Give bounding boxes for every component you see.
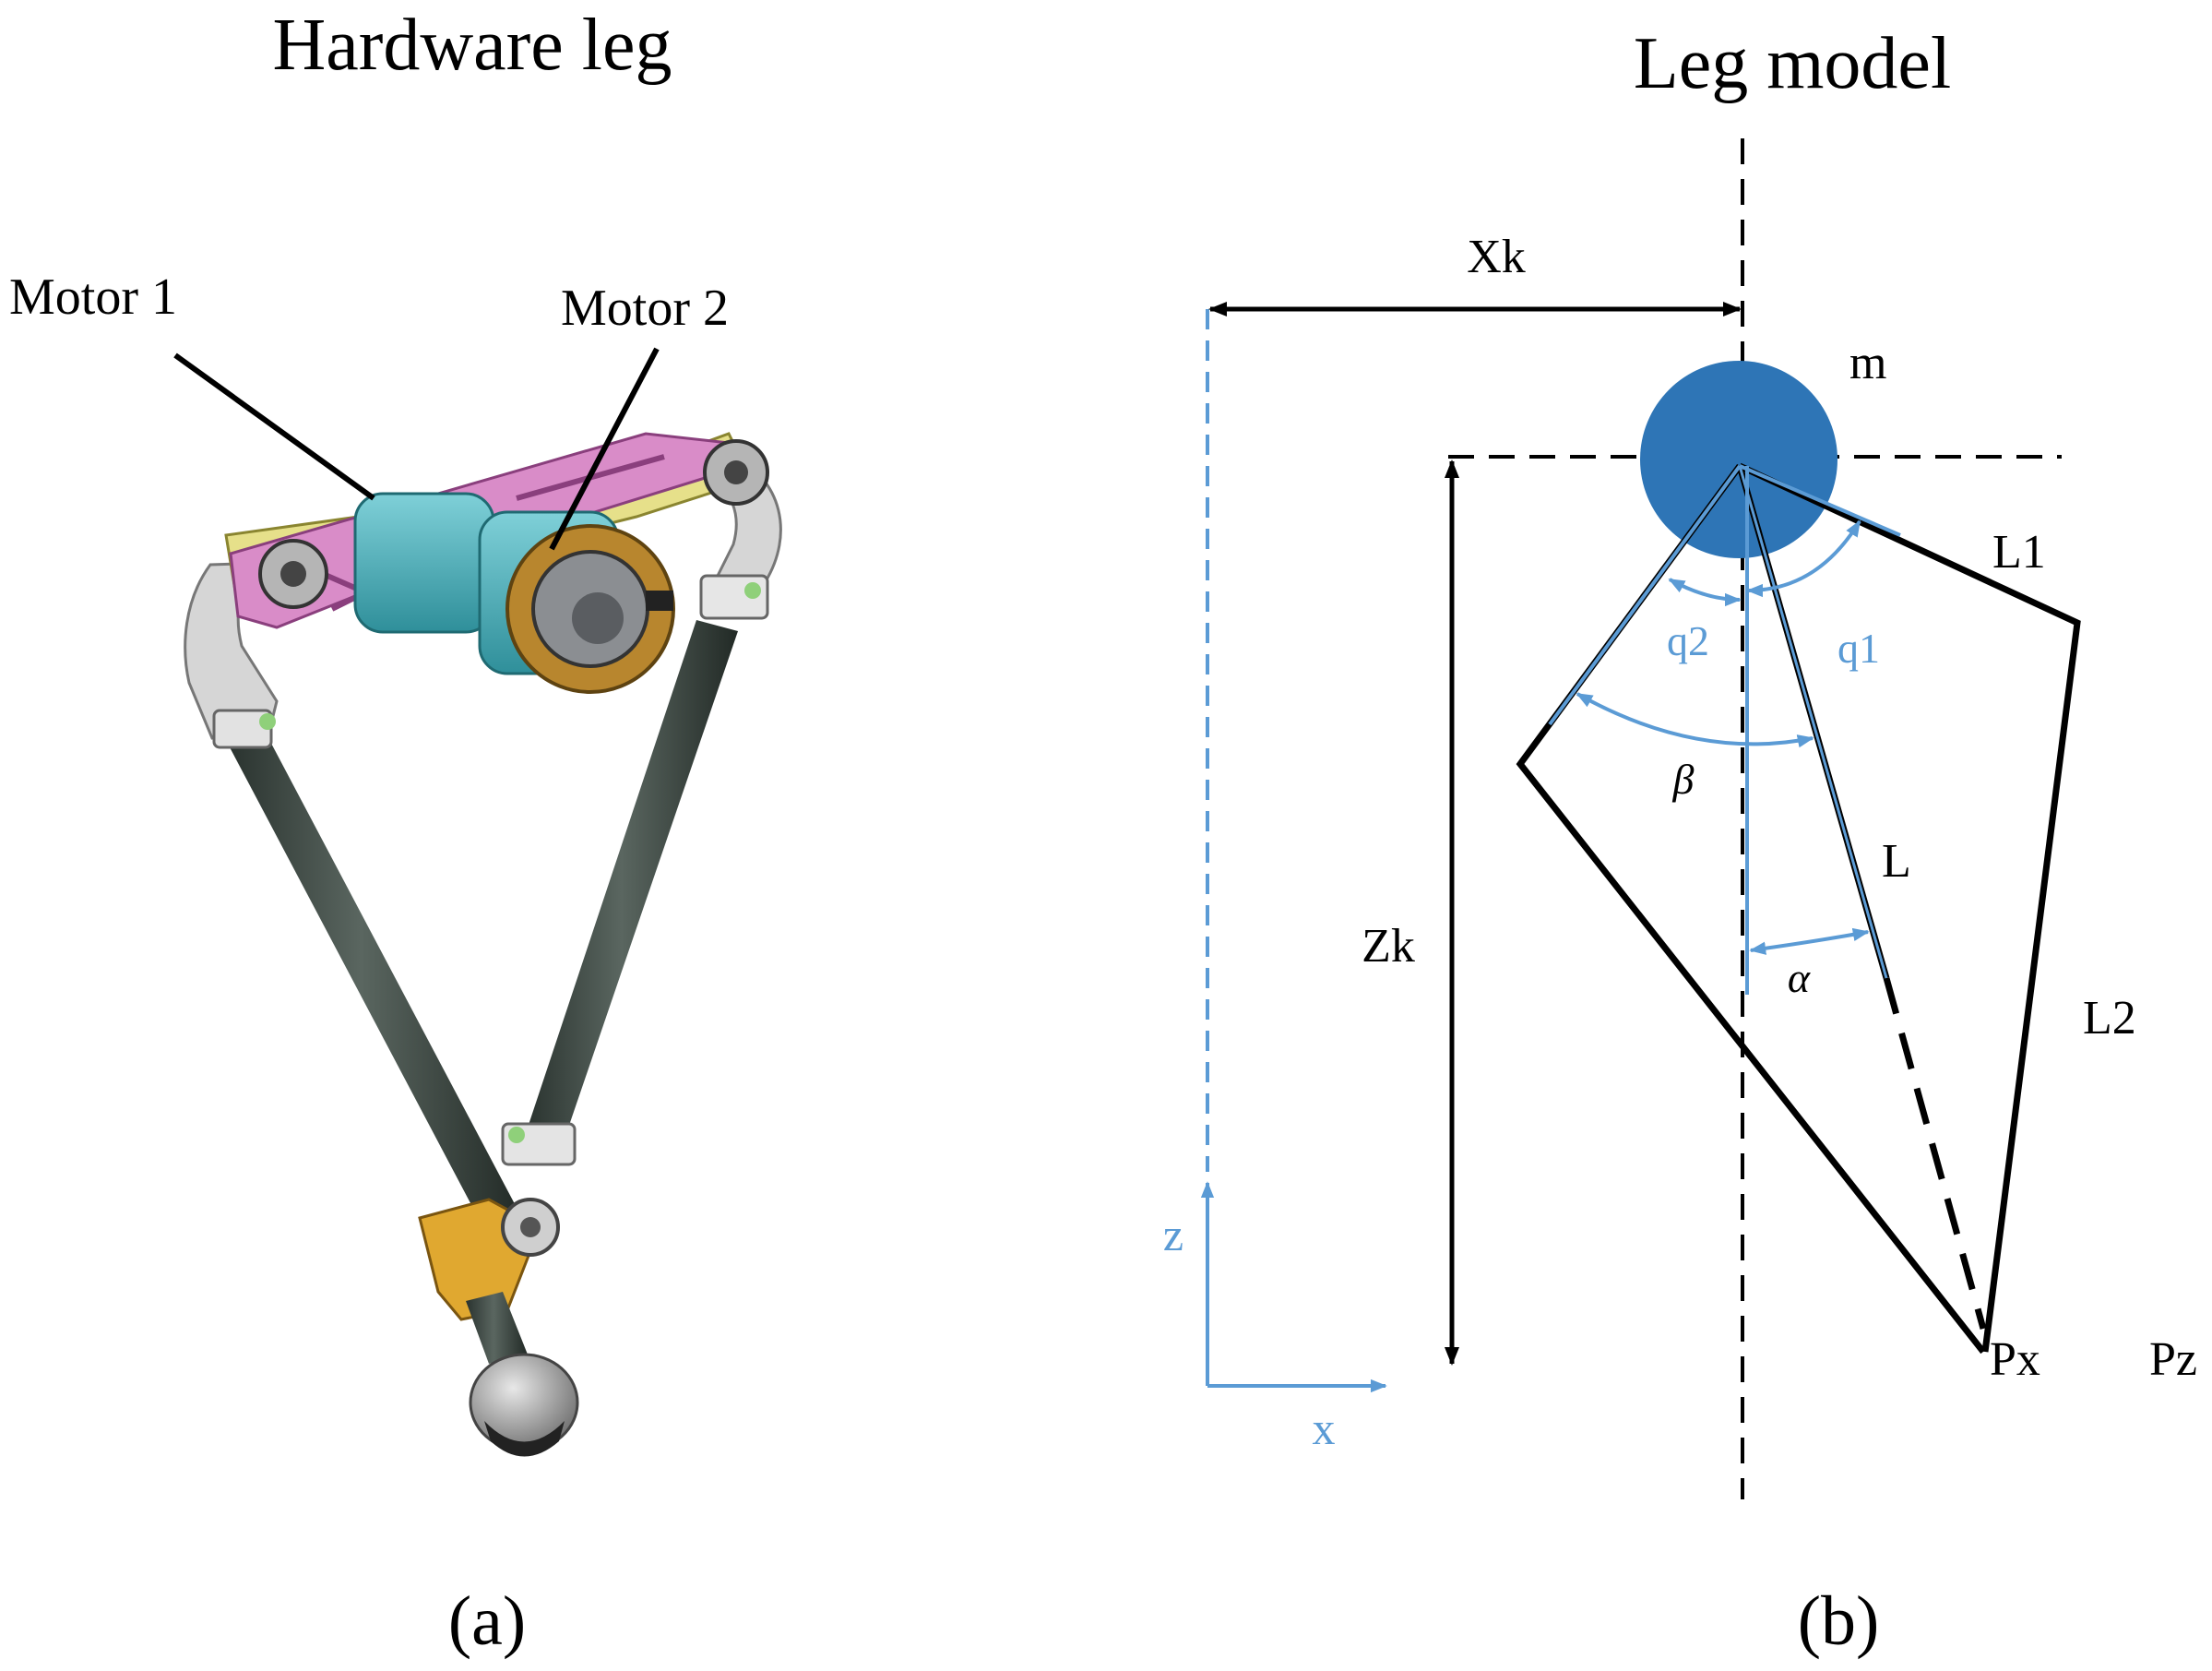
alpha-arc xyxy=(1749,927,1870,955)
z-axis-label: z xyxy=(1163,1209,1183,1260)
panel-a-caption: (a) xyxy=(448,1582,526,1660)
l2-label: L2 xyxy=(2083,992,2136,1044)
virtual-leg-l-dashed xyxy=(1883,977,1987,1330)
blue-overlay-l xyxy=(1738,465,1888,979)
l1-label: L1 xyxy=(1992,526,2046,579)
foot-tread xyxy=(484,1421,565,1457)
hardware-leg-illustration xyxy=(184,432,782,1457)
l-label: L xyxy=(1882,835,1911,888)
link-l1 xyxy=(1738,462,2081,1353)
left-clamp-bolt xyxy=(259,713,276,730)
alpha-label: α xyxy=(1788,954,1811,1001)
q1-arc xyxy=(1746,519,1861,598)
q1-label: q1 xyxy=(1837,625,1880,672)
knee-clamp-bolt xyxy=(508,1127,525,1143)
foot-ball xyxy=(469,1353,579,1452)
knee-joint-center xyxy=(520,1217,541,1237)
motor-1-label: Motor 1 xyxy=(9,269,177,326)
motor-2-stub xyxy=(646,591,673,611)
mass-label: m xyxy=(1849,337,1886,389)
motor-1-leader-line xyxy=(173,352,375,501)
blue-overlay-l1 xyxy=(1739,464,1901,537)
q2-arc xyxy=(1668,578,1742,607)
motor-2-label: Motor 2 xyxy=(561,280,729,337)
body-mass xyxy=(1640,361,1837,558)
panel-a: Hardware leg xyxy=(9,5,782,1660)
lower-shank xyxy=(466,1292,528,1364)
motor-1-body xyxy=(353,492,495,634)
panel-b-title: Leg model xyxy=(1634,23,1951,104)
panel-a-title: Hardware leg xyxy=(272,5,672,86)
xk-label: Xk xyxy=(1467,231,1526,283)
panel-b: Leg model m Xk Zk q1 q2 β xyxy=(1163,23,2197,1660)
right-pulley-center xyxy=(724,460,748,484)
left-carbon-tube xyxy=(229,736,522,1235)
motor-2-leader-line xyxy=(549,347,660,551)
link-l2 xyxy=(1516,463,1986,1355)
left-pulley-center xyxy=(280,561,306,587)
q2-label: q2 xyxy=(1667,617,1709,664)
beta-arc xyxy=(1576,692,1814,748)
right-clamp-bolt xyxy=(744,582,761,599)
motor-2-shaft xyxy=(572,592,624,644)
beta-label: β xyxy=(1672,756,1695,803)
panel-b-caption: (b) xyxy=(1798,1582,1880,1660)
zk-label: Zk xyxy=(1362,920,1415,973)
pz-label: Pz xyxy=(2149,1333,2197,1386)
right-carbon-tube xyxy=(526,620,738,1144)
px-label: Px xyxy=(1990,1333,2040,1386)
blue-overlay-l2 xyxy=(1548,464,1742,726)
x-axis-label: x xyxy=(1313,1402,1336,1454)
